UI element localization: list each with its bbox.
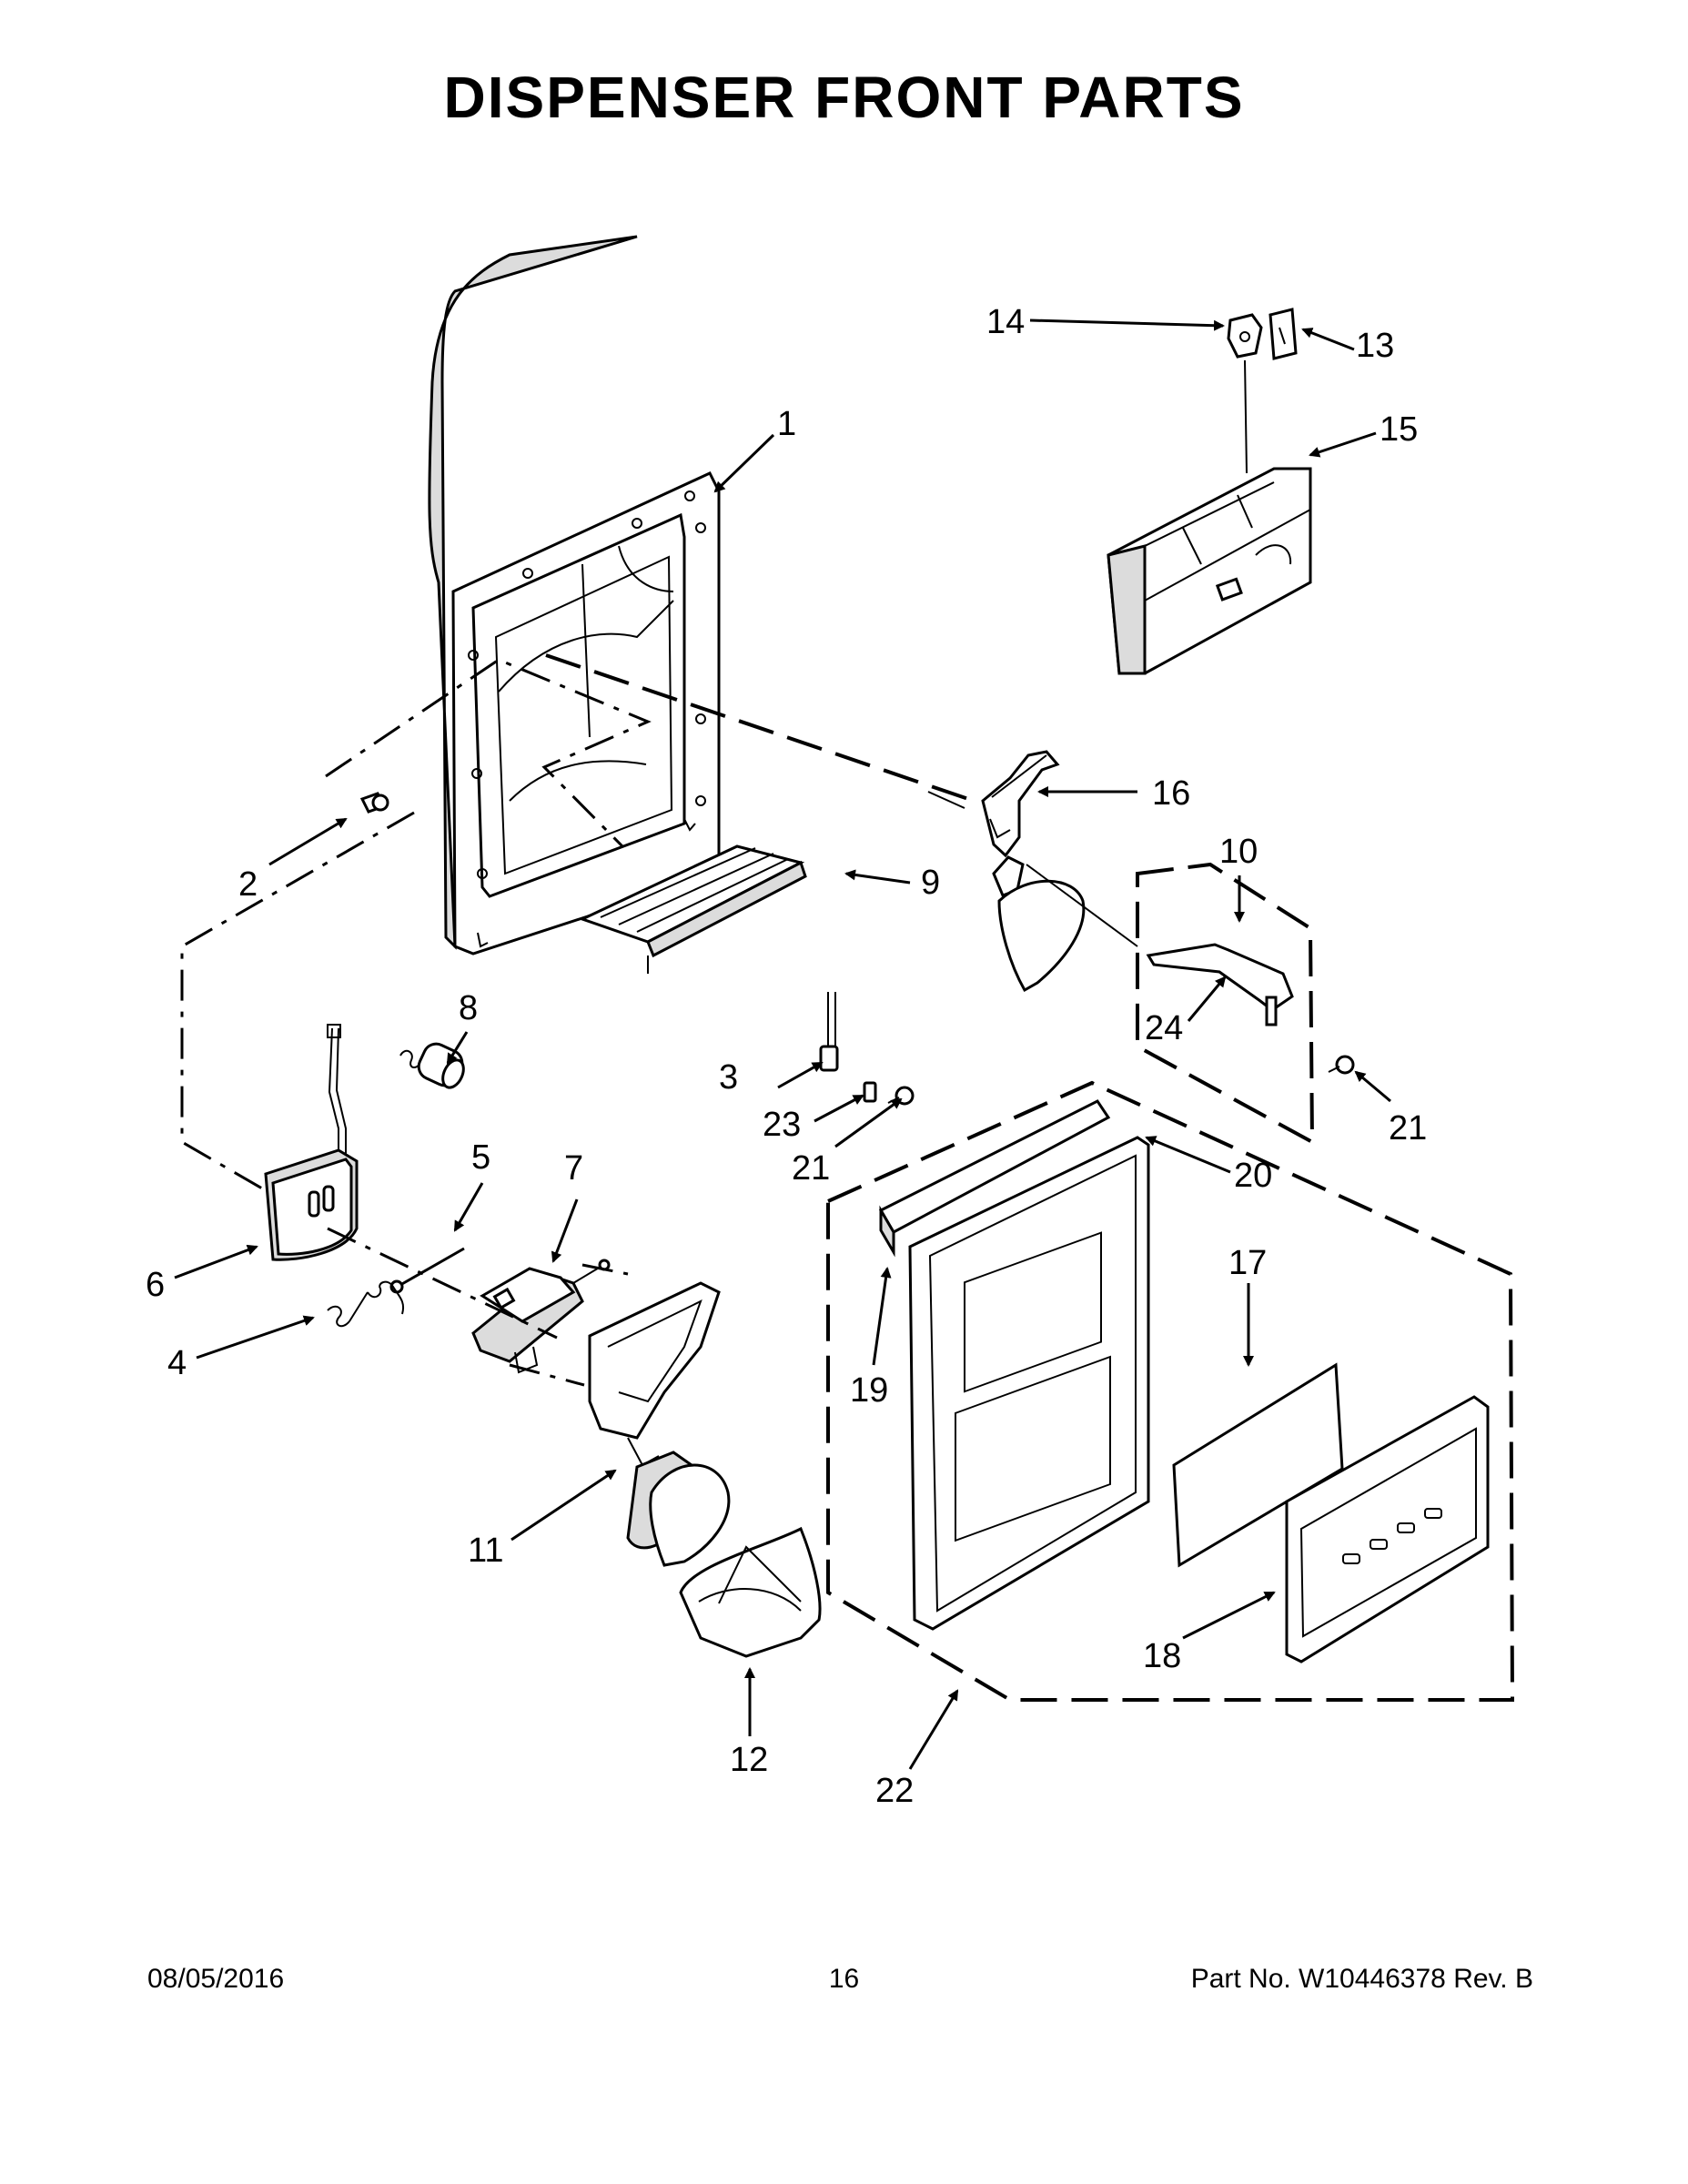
- part-16-lever: [981, 750, 1086, 993]
- callout-10: 10: [1219, 833, 1258, 871]
- part-11-paddle: [588, 1281, 731, 1567]
- part-9-tray: [579, 844, 807, 974]
- part-23-clip: [863, 1081, 877, 1103]
- callout-8: 8: [459, 989, 478, 1027]
- callout-22: 22: [875, 1772, 914, 1810]
- callout-1: 1: [777, 405, 796, 443]
- part-5-pin: [389, 1247, 465, 1294]
- callout-15: 15: [1380, 410, 1418, 449]
- part-1-housing: [428, 235, 721, 956]
- callout-17: 17: [1228, 1244, 1267, 1282]
- page-title: DISPENSER FRONT PARTS: [443, 65, 1245, 130]
- callout-3: 3: [719, 1058, 738, 1097]
- callout-2: 2: [238, 865, 258, 904]
- part-21-screw-b: [1328, 1055, 1355, 1075]
- footer-part-number: Part No. W10446378 Rev. B: [1190, 1964, 1533, 1994]
- callout-14: 14: [986, 303, 1025, 341]
- part-21-screw-a: [887, 1086, 915, 1106]
- callout-7: 7: [564, 1149, 583, 1188]
- callout-18: 18: [1143, 1637, 1181, 1675]
- connector-lines: [180, 359, 1248, 1387]
- callout-21b: 21: [792, 1149, 830, 1188]
- part-19-trim: [878, 1099, 1111, 1258]
- callout-4: 4: [167, 1344, 187, 1382]
- part-2-screw: [359, 792, 389, 814]
- group-10-outline: [1136, 862, 1315, 1146]
- part-20-front-panel: [908, 1136, 1150, 1631]
- callout-21a: 21: [1389, 1109, 1427, 1148]
- part-7-actuator: [471, 1259, 611, 1374]
- callout-13: 13: [1356, 327, 1394, 365]
- callout-5: 5: [471, 1138, 490, 1177]
- part-14-bracket-clip: [1227, 313, 1263, 359]
- part-15-bracket: [1107, 467, 1312, 675]
- footer-page-number: 16: [828, 1964, 860, 1994]
- callout-24: 24: [1145, 1009, 1183, 1047]
- part-4-spring: [327, 1280, 404, 1328]
- part-18-control-panel: [1285, 1395, 1490, 1663]
- callout-19: 19: [850, 1371, 888, 1410]
- callout-6: 6: [146, 1266, 165, 1304]
- callout-labels: 1 2 3 4 5 6 7 8 9 10 11 12 13 14 15 16 1…: [146, 303, 1427, 1810]
- part-13-pad: [1269, 308, 1298, 360]
- callout-16: 16: [1152, 774, 1190, 813]
- callout-11: 11: [468, 1532, 503, 1570]
- callout-20: 20: [1234, 1157, 1272, 1195]
- part-6-module: [264, 1024, 359, 1261]
- footer-date: 08/05/2016: [147, 1964, 285, 1994]
- part-3-spring-clip: [819, 992, 839, 1072]
- group-22-outline: [826, 1080, 1515, 1702]
- leader-arrows: [174, 318, 1391, 1770]
- part-24-lever: [1146, 943, 1294, 1026]
- part-12-cup: [679, 1526, 822, 1658]
- callout-23: 23: [763, 1106, 801, 1144]
- callout-9: 9: [921, 864, 940, 902]
- part-17-board: [1172, 1362, 1344, 1568]
- callout-12: 12: [730, 1741, 768, 1779]
